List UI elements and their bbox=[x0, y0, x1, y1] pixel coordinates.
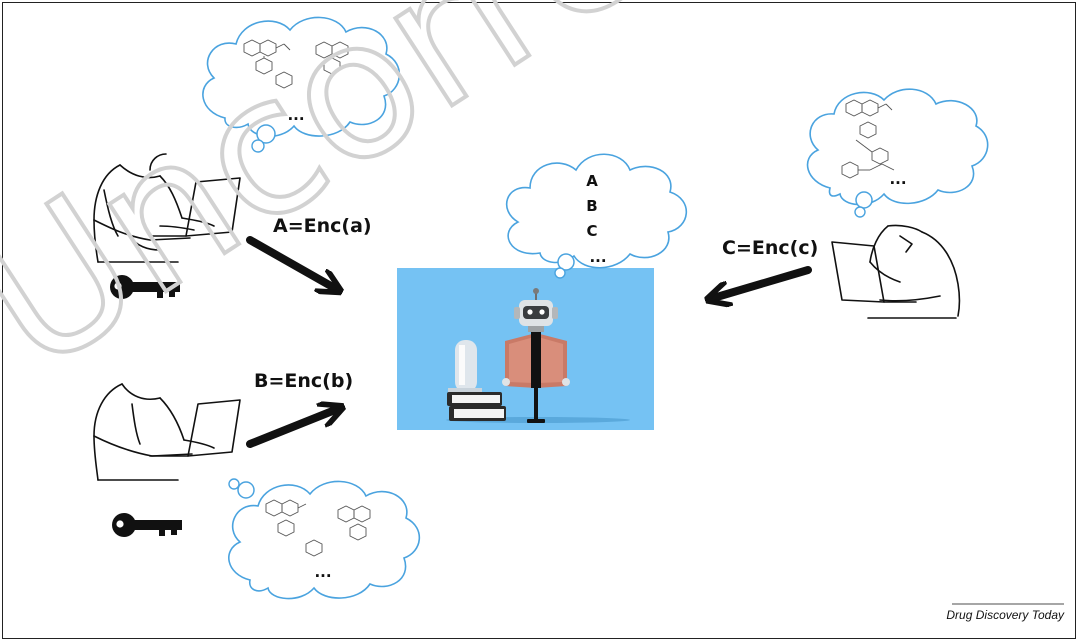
label-enc-c: C=Enc(c) bbox=[722, 237, 818, 259]
client-a-thought-cloud: ... bbox=[202, 16, 401, 153]
molecule-structure-icon bbox=[265, 499, 371, 557]
client-b-person bbox=[93, 383, 241, 481]
lamp-icon bbox=[448, 340, 482, 394]
label-enc-b: B=Enc(b) bbox=[254, 370, 353, 392]
client-c-more: ... bbox=[889, 170, 906, 188]
aggregate-a: A bbox=[586, 172, 598, 190]
arrow-c-to-server bbox=[710, 266, 812, 299]
book-stack-icon bbox=[447, 392, 506, 421]
aggregate-more: ... bbox=[589, 248, 606, 266]
journal-source: Drug Discovery Today bbox=[946, 608, 1065, 622]
server-panel bbox=[397, 268, 654, 430]
aggregate-c: C bbox=[586, 222, 597, 240]
server-thought-cloud: A B C ... bbox=[506, 153, 688, 279]
arrow-a-to-server bbox=[246, 236, 338, 290]
laptop-icon bbox=[149, 177, 241, 237]
laptop-icon bbox=[149, 399, 241, 457]
client-c-thought-cloud: ... bbox=[806, 88, 989, 218]
molecule-structure-icon bbox=[243, 39, 349, 89]
robot-icon bbox=[502, 288, 570, 423]
client-a-person bbox=[93, 153, 241, 263]
arrow-b-to-server bbox=[246, 408, 340, 448]
aggregate-b: B bbox=[586, 197, 597, 215]
client-a-more: ... bbox=[287, 106, 304, 124]
key-icon bbox=[112, 513, 182, 537]
label-enc-a: A=Enc(a) bbox=[273, 215, 372, 237]
molecule-structure-icon bbox=[841, 99, 895, 179]
client-b-more: ... bbox=[314, 563, 331, 581]
client-b-thought-cloud: ... bbox=[228, 478, 421, 600]
laptop-icon bbox=[831, 241, 917, 303]
client-c-person bbox=[831, 224, 961, 319]
